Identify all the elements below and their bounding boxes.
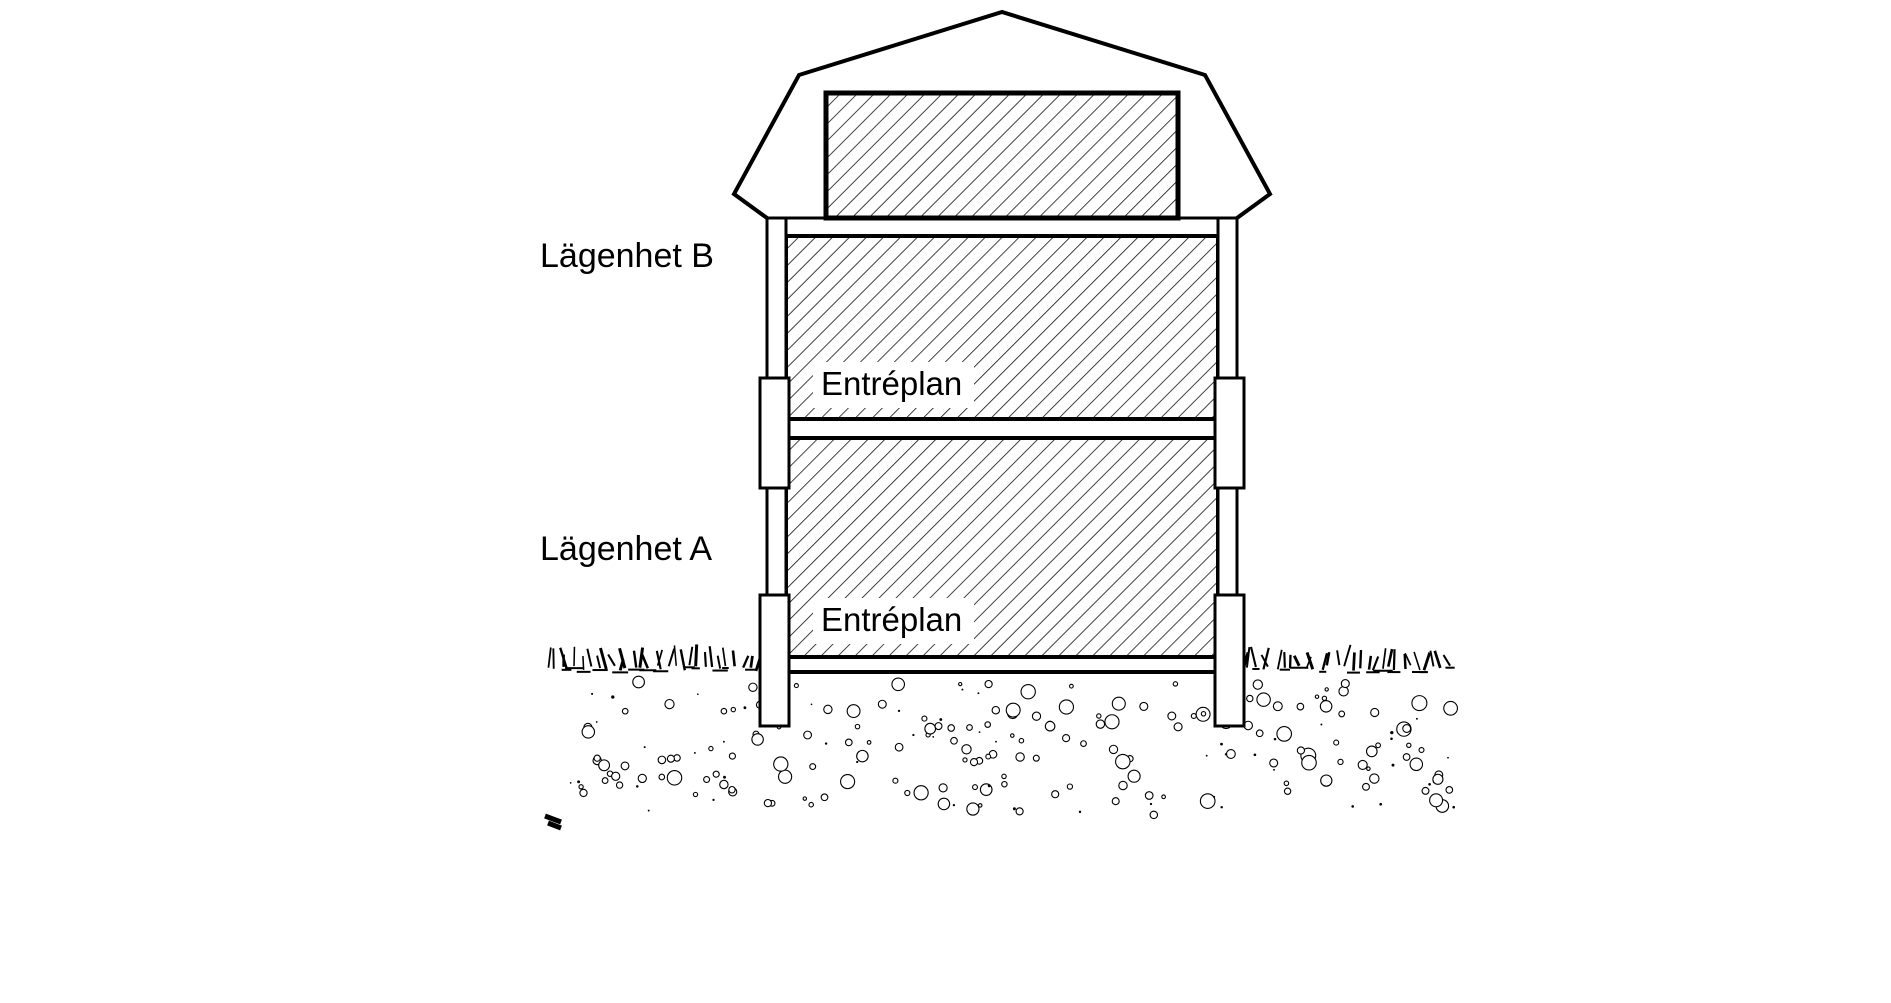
apartment-b-label: Lägenhet B — [540, 237, 714, 275]
entreplan-label-a: Entréplan — [813, 598, 975, 644]
soil-stipple — [569, 675, 1458, 820]
ground — [544, 644, 1458, 831]
wall-right-mid-pier — [1213, 376, 1246, 490]
wall-left-mid-pier — [758, 376, 791, 490]
soil-smudge — [544, 813, 562, 831]
entreplan-label-b: Entréplan — [813, 362, 975, 408]
grass-right — [1229, 644, 1455, 674]
apartment-a-label: Lägenhet A — [540, 530, 713, 568]
foundation-left — [758, 593, 791, 728]
foundation-right — [1213, 593, 1246, 728]
grass-left — [547, 644, 763, 674]
attic-hatched-area — [823, 90, 1181, 221]
